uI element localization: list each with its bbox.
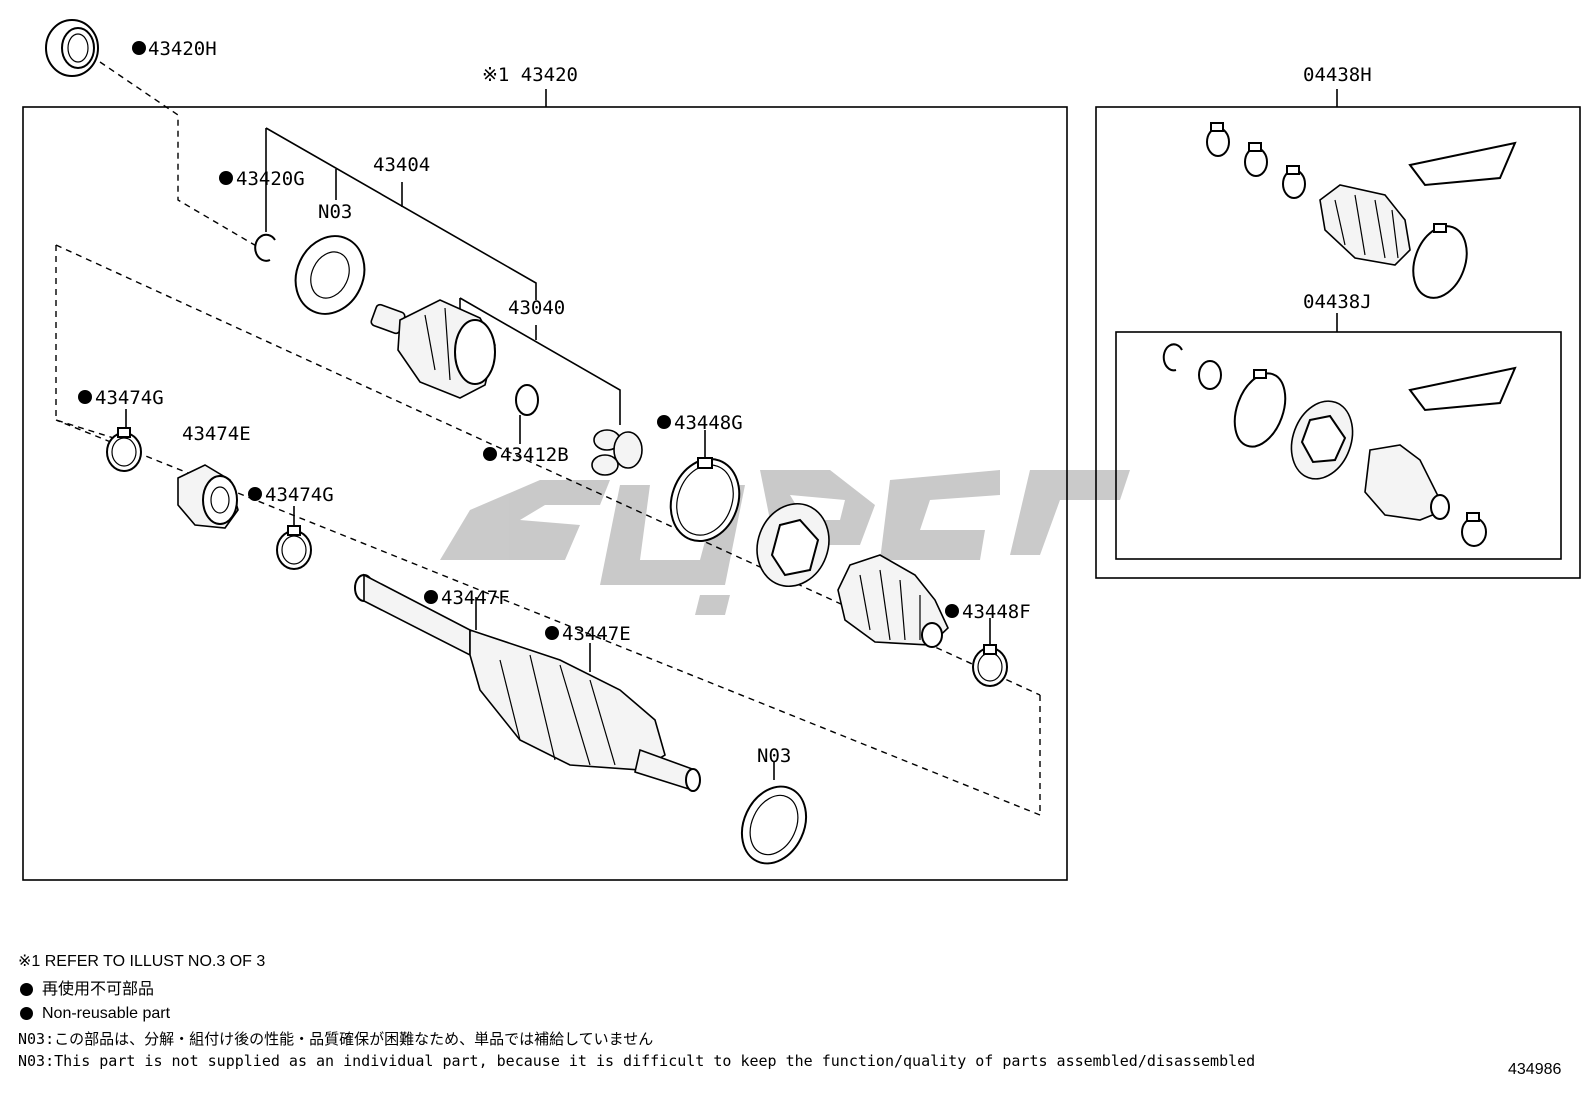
clamp-43474g-left bbox=[106, 427, 142, 472]
label-43474g-left: 43474G bbox=[95, 387, 164, 409]
drive-shaft-outboard-joint bbox=[354, 573, 701, 792]
label-43420h: 43420H bbox=[148, 38, 217, 60]
clamp-43474g-right bbox=[276, 525, 312, 570]
n03-en-note: N03:This part is not supplied as an indi… bbox=[18, 1052, 1256, 1070]
refer-note: ※1 REFER TO ILLUST NO.3 OF 3 bbox=[18, 953, 266, 970]
inner-boot-kit-box bbox=[1115, 331, 1562, 560]
label-n03-top: N03 bbox=[318, 201, 352, 223]
non-reusable-markers bbox=[78, 41, 959, 640]
snap-ring-43420g bbox=[254, 233, 276, 262]
n03-jp-note: N03:この部品は、分解・組付け後の性能・品質確保が困難なため、単品では補給して… bbox=[18, 1030, 654, 1048]
label-43474e: 43474E bbox=[182, 423, 251, 445]
nonreusable-jp-note: 再使用不可部品 bbox=[18, 982, 154, 998]
bullet-icon bbox=[20, 1007, 33, 1021]
clamp-43448f bbox=[972, 644, 1008, 687]
snap-ring-43412b bbox=[515, 384, 539, 416]
label-43447e: 43447E bbox=[562, 623, 631, 645]
label-04438j: 04438J bbox=[1303, 291, 1372, 313]
boot-kit-box bbox=[1095, 106, 1581, 579]
washer-n03-bottom bbox=[740, 785, 808, 865]
seal-43420h bbox=[45, 19, 99, 77]
label-43448f: 43448F bbox=[962, 601, 1031, 623]
main-assembly-box bbox=[22, 106, 1068, 881]
dynamic-damper-43474e bbox=[177, 464, 239, 529]
watermark-logo bbox=[440, 470, 1130, 615]
label-43447f: 43447F bbox=[441, 587, 510, 609]
label-43404: 43404 bbox=[373, 154, 430, 176]
boot-kit-04438h-parts bbox=[1206, 122, 1517, 299]
outboard-boot bbox=[837, 554, 949, 648]
label-43420g: 43420G bbox=[236, 168, 305, 190]
label-n03-bottom: N03 bbox=[757, 745, 791, 767]
label-43412b: 43412B bbox=[500, 444, 569, 466]
inboard-joint-housing-43404 bbox=[370, 299, 496, 399]
nonreusable-en-note: Non-reusable part bbox=[18, 1006, 170, 1022]
tripod-joint-43040 bbox=[591, 429, 643, 476]
label-43420: ※1 43420 bbox=[482, 64, 578, 86]
label-43040: 43040 bbox=[508, 297, 565, 319]
illustration-number: 434986 bbox=[1508, 1061, 1562, 1078]
boot-clamp-43448g bbox=[669, 457, 741, 543]
washer-n03-top bbox=[294, 235, 366, 315]
label-43474g-right: 43474G bbox=[265, 484, 334, 506]
label-04438h: 04438H bbox=[1303, 64, 1372, 86]
bullet-icon bbox=[20, 983, 33, 997]
boot-insert bbox=[756, 502, 830, 588]
label-43448g: 43448G bbox=[674, 412, 743, 434]
boot-kit-04438j-parts bbox=[1162, 343, 1517, 547]
